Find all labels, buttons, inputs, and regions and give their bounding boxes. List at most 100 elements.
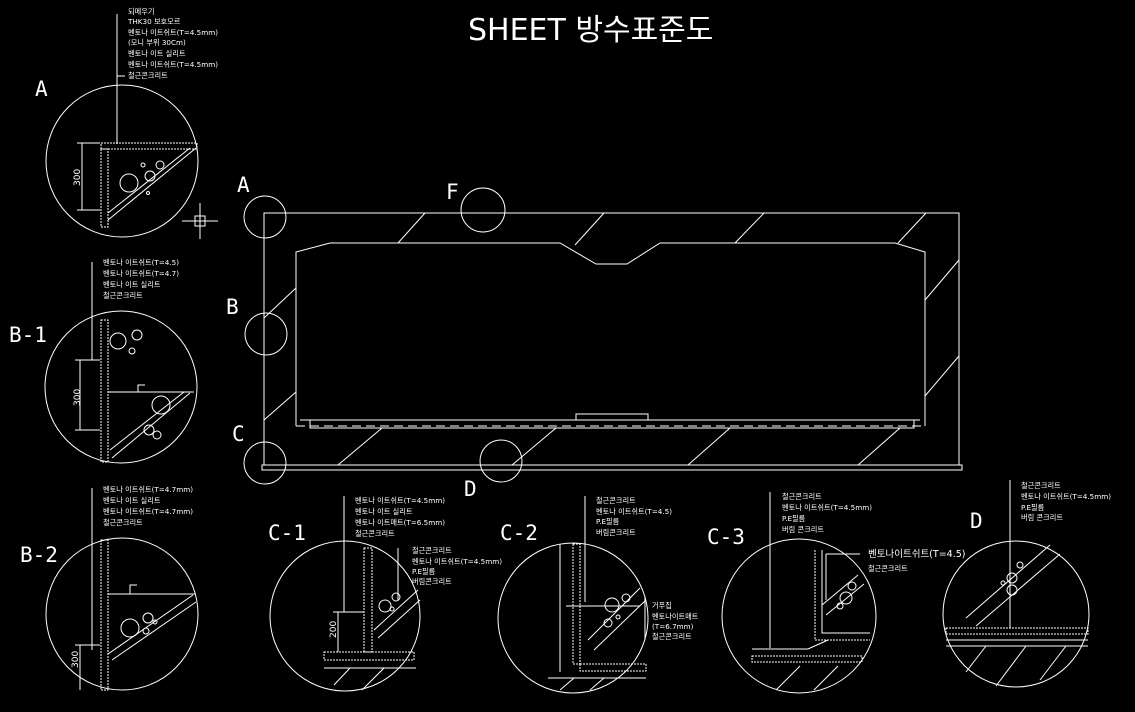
note: P.E필름 <box>412 567 436 576</box>
detail-a-aggregate <box>144 170 156 182</box>
detail-c2-aggregate <box>615 614 621 620</box>
detail-a-label: A <box>35 77 48 101</box>
detail-c3-layer-inner <box>821 550 870 634</box>
detail-c1-circle <box>269 540 421 692</box>
detail-c1-aggregate <box>389 606 395 612</box>
marker-circle-f[interactable] <box>460 187 506 233</box>
plan-view: A B C F D <box>226 173 963 501</box>
detail-c1-label: C-1 <box>268 521 306 545</box>
detail-b1-aggregate <box>143 424 155 436</box>
detail-c2-aggregate <box>603 618 613 628</box>
note: 벤토나이트매트 <box>652 612 699 621</box>
detail-c3-aggregate <box>839 591 853 605</box>
detail-a-wall-layer <box>100 148 109 228</box>
note: THK30 보호모르 <box>127 17 181 26</box>
detail-c3-circle <box>721 538 877 694</box>
note: 철근콘크리트 <box>652 632 692 641</box>
detail-c1-break-line <box>377 599 421 639</box>
note: 벤토나 이트매트(T=6.5mm) <box>355 518 445 527</box>
detail-b2-aggregate <box>142 612 154 624</box>
detail-c1-aggregate <box>378 599 392 613</box>
detail-b2-circle <box>45 537 199 691</box>
note: 철근콘크리트 <box>596 496 636 505</box>
detail-d-membrane-layer <box>945 627 1089 635</box>
detail-b2-level-mark <box>129 584 137 594</box>
detail-d-aggregate <box>1006 572 1018 584</box>
detail-c2-circle <box>497 542 649 694</box>
detail-b2-aggregate <box>142 627 150 635</box>
detail-c3-slab-layer <box>751 655 863 663</box>
detail-b2-notes: 벤토나 이트쉬트(T=4.7mm) 벤토나 이트 실리트 벤토나 이트쉬트(T=… <box>103 485 193 527</box>
detail-c1-notes2: 철근콘크리트 벤토나 이트쉬트(T=4.5mm) P.E필름 버림콘크리트 <box>412 546 502 586</box>
marker-label-b: B <box>226 295 239 319</box>
note: 되메우기 <box>128 7 154 16</box>
detail-a-circle <box>45 84 199 238</box>
detail-a-aggregate <box>155 160 165 170</box>
note: (모니 부위 30Cm) <box>128 38 186 47</box>
note: 벤토나이트쉬트(T=4.5) <box>868 549 965 560</box>
note: 벤토나 이트 실리트 <box>103 496 161 505</box>
note: 버림콘크리트 <box>596 528 636 537</box>
detail-b2-dim: 300 <box>71 651 81 668</box>
detail-b1-aggregate <box>152 430 162 440</box>
detail-b2-label: B-2 <box>20 543 58 567</box>
detail-c1-slab-layer <box>323 651 415 661</box>
note: 벤토나 이트쉬트(T=4.7mm) <box>103 507 193 516</box>
detail-c3-notes: 철근콘크리트 벤토나 이트쉬트(T=4.5mm) P.E필름 버림 콘크리트 <box>782 492 872 534</box>
detail-d-label: D <box>970 509 983 533</box>
sheet-title: SHEET 방수표준도 <box>468 13 713 48</box>
note: 벤토나 이트쉬트(T=4.5mm) <box>128 60 218 69</box>
note: 벤토나 이트 실리트 <box>128 49 186 58</box>
detail-b2: B-2 벤토나 이트쉬트(T=4.7mm) 벤토나 이트 실리트 벤토나 이트쉬… <box>20 485 199 691</box>
detail-c3-hatch <box>813 665 839 691</box>
marker-circle-b[interactable] <box>244 312 288 356</box>
detail-d-hatch <box>965 645 987 673</box>
detail-b1-dim: 300 <box>73 389 83 406</box>
marker-circle-a[interactable] <box>243 195 287 239</box>
note: 벤토나 이트쉬트(T=4.5mm) <box>355 496 445 505</box>
detail-b2-break-line <box>107 594 194 655</box>
detail-c2-notes: 철근콘크리트 벤토나 이트쉬트(T=4.5) P.E필름 버림콘크리트 <box>596 496 672 537</box>
detail-d-break-line <box>975 553 1061 627</box>
detail-d: D 철근콘크리트 벤토나 이트쉬트(T=4.5mm) P.E필름 버림 콘크리트 <box>942 480 1111 688</box>
detail-b1-break-line <box>109 391 185 451</box>
detail-b1-aggregate <box>151 395 171 415</box>
detail-c2-break-line <box>587 587 641 641</box>
detail-a-dim: 300 <box>73 169 83 186</box>
detail-c3-label: C-3 <box>707 525 745 549</box>
detail-b2-wall-layer <box>100 539 109 691</box>
marker-label-c: C <box>232 422 245 446</box>
detail-c1-hatch <box>361 667 385 691</box>
detail-c2-break-line <box>593 599 647 651</box>
detail-c2: C-2 철근콘크리트 벤토나 이트쉬트(T=4.5) P.E필름 버림콘크리트 … <box>497 496 699 694</box>
marker-circle-c[interactable] <box>243 441 287 485</box>
note: 버림 콘크리트 <box>782 525 824 534</box>
detail-c3-chamfer <box>807 639 829 650</box>
note: 벤토나 이트쉬트(T=4.5mm) <box>128 28 218 37</box>
detail-a-notes: 되메우기 THK30 보호모르 벤토나 이트쉬트(T=4.5mm) (모니 부위… <box>127 7 218 80</box>
detail-b1-aggregate <box>128 347 136 355</box>
detail-c1-hatch <box>333 667 351 686</box>
detail-c2-aggregate <box>621 593 631 603</box>
detail-a: A 되메우기 THK30 보호모르 벤토나 이트쉬트(T=4.5mm) (모니 … <box>35 7 218 239</box>
note: 버림콘크리트 <box>412 577 452 586</box>
marker-circle-d[interactable] <box>479 439 523 483</box>
note: 철근콘크리트 <box>103 518 143 527</box>
crosshair-cursor-icon <box>182 203 218 239</box>
note: 철근콘크리트 <box>128 71 168 80</box>
plan-pit <box>575 413 649 420</box>
detail-b2-aggregate <box>152 619 158 625</box>
detail-c1-wall-layer <box>363 547 373 653</box>
note: 벤토나 이트쉬트(T=4.5) <box>103 258 179 267</box>
detail-c1-dim: 200 <box>329 621 339 638</box>
note: 벤토나 이트쉬트(T=4.7) <box>103 269 179 278</box>
plan-inner-outline <box>295 242 926 426</box>
marker-label-a: A <box>237 173 250 197</box>
note: 벤토나 이트 실리트 <box>355 507 413 516</box>
detail-d-hatch <box>995 645 1027 687</box>
note: P.E필름 <box>596 517 620 526</box>
detail-c2-slab-layer <box>579 663 647 672</box>
note: 거푸집 <box>652 601 672 610</box>
plan-hatch <box>263 212 960 466</box>
detail-c3-aggregate <box>836 602 844 610</box>
